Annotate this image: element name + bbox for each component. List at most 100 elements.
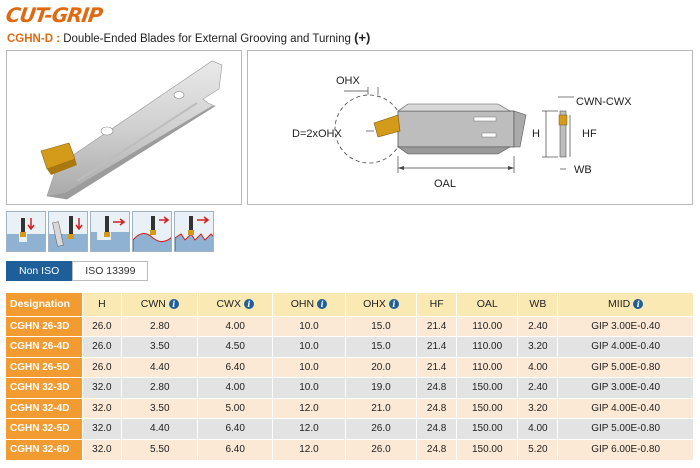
table-cell: 12.0 [272,438,346,460]
table-cell: GIP 5.00E-0.80 [557,356,694,378]
table-cell: 20.0 [345,356,418,378]
table-cell: 12.0 [272,397,346,419]
designation-cell[interactable]: CGHN 32-6D [6,438,83,460]
multi-grooving-icon[interactable] [174,211,214,252]
info-icon[interactable]: i [317,299,328,310]
col-header-oal: OAL [456,293,519,316]
table-cell: 5.20 [517,438,559,460]
label-cwn-cwx: CWN-CWX [576,96,632,108]
table-cell: 110.00 [456,356,519,378]
grooving-icon[interactable] [6,211,46,252]
dimension-diagram: OHX D=2xOHX OAL H HF CWN-CWX WB [292,75,632,190]
table-cell: 110.00 [456,336,519,357]
table-cell: 24.8 [416,397,458,419]
table-cell: 15.0 [345,336,418,357]
table-cell: 4.00 [197,377,274,398]
col-header-hf: HF [416,293,458,316]
tab-non-iso[interactable]: Non ISO [6,261,73,281]
operation-icons [6,211,214,252]
table-cell: 10.0 [272,356,346,378]
table-cell: 32.0 [82,397,123,419]
info-icon[interactable]: i [388,299,399,310]
internal-grooving-icon[interactable] [90,211,130,252]
table-cell: 21.0 [345,397,418,419]
dimension-diagram-panel: OHX D=2xOHX OAL H HF CWN-CWX WB [247,50,693,205]
table-cell: 21.4 [416,356,458,378]
table-cell: 26.0 [82,315,123,337]
col-header-wb: WB [517,293,559,316]
label-oal: OAL [434,178,456,190]
table-cell: 26.0 [345,418,418,439]
table-cell: 26.0 [82,336,123,357]
table-cell: 26.0 [82,356,123,378]
table-cell: 2.40 [517,377,559,398]
table-cell: GIP 6.00E-0.80 [557,438,694,460]
table-cell: 4.00 [197,315,274,337]
expand-plus[interactable]: (+) [354,30,371,45]
designation-cell[interactable]: CGHN 32-4D [6,397,83,419]
table-cell: 12.0 [272,418,346,439]
table-cell: 4.40 [121,356,199,378]
info-icon[interactable]: i [168,299,179,310]
table-cell: 24.8 [416,438,458,460]
table-cell: 6.40 [197,438,274,460]
profiling-icon[interactable] [132,211,172,252]
table-cell: 150.00 [456,418,519,439]
blade-image [40,60,223,200]
label-wb: WB [574,164,592,176]
label-d-formula: D=2xOHX [292,128,342,140]
info-icon[interactable]: i [633,299,644,310]
table-cell: 3.20 [517,397,559,419]
product-title: Double-Ended Blades for External Groovin… [63,33,351,45]
table-cell: 3.50 [121,336,199,357]
table-cell: GIP 4.00E-0.40 [557,397,694,419]
table-cell: GIP 4.00E-0.40 [557,336,694,357]
table-cell: 2.40 [517,315,559,337]
table-cell: 6.40 [197,356,274,378]
table-cell: 5.00 [197,397,274,419]
table-cell: 110.00 [456,315,519,337]
tab-iso-13399[interactable]: ISO 13399 [72,261,149,281]
table-cell: 24.8 [416,377,458,398]
table-cell: GIP 5.00E-0.80 [557,418,694,439]
standard-tabs: Non ISO ISO 13399 [6,261,149,281]
table-cell: 15.0 [345,315,418,337]
table-cell: GIP 3.00E-0.40 [557,315,694,337]
label-hf: HF [582,128,597,140]
col-header-h: H [82,293,123,316]
table-cell: 6.40 [197,418,274,439]
table-cell: 5.50 [121,438,199,460]
table-cell: 4.00 [517,356,559,378]
designation-cell[interactable]: CGHN 26-3D [6,315,83,337]
label-ohx: OHX [336,75,361,87]
parting-icon[interactable] [48,211,88,252]
page-subtitle: CGHN-D : Double-Ended Blades for Externa… [7,30,370,45]
designation-cell[interactable]: CGHN 32-3D [6,377,83,398]
designation-cell[interactable]: CGHN 32-5D [6,418,83,439]
table-cell: 150.00 [456,438,519,460]
table-cell: 10.0 [272,336,346,357]
table-cell: 21.4 [416,315,458,337]
table-cell: 32.0 [82,418,123,439]
table-cell: 150.00 [456,397,519,419]
product-code: CGHN-D : [7,33,61,45]
table-cell: 32.0 [82,438,123,460]
table-cell: 4.50 [197,336,274,357]
designation-cell[interactable]: CGHN 26-4D [6,336,83,357]
brand-logo: CUT-GRIP [4,3,104,27]
table-cell: 3.50 [121,397,199,419]
designation-cell[interactable]: CGHN 26-5D [6,356,83,378]
info-icon[interactable]: i [243,299,254,310]
